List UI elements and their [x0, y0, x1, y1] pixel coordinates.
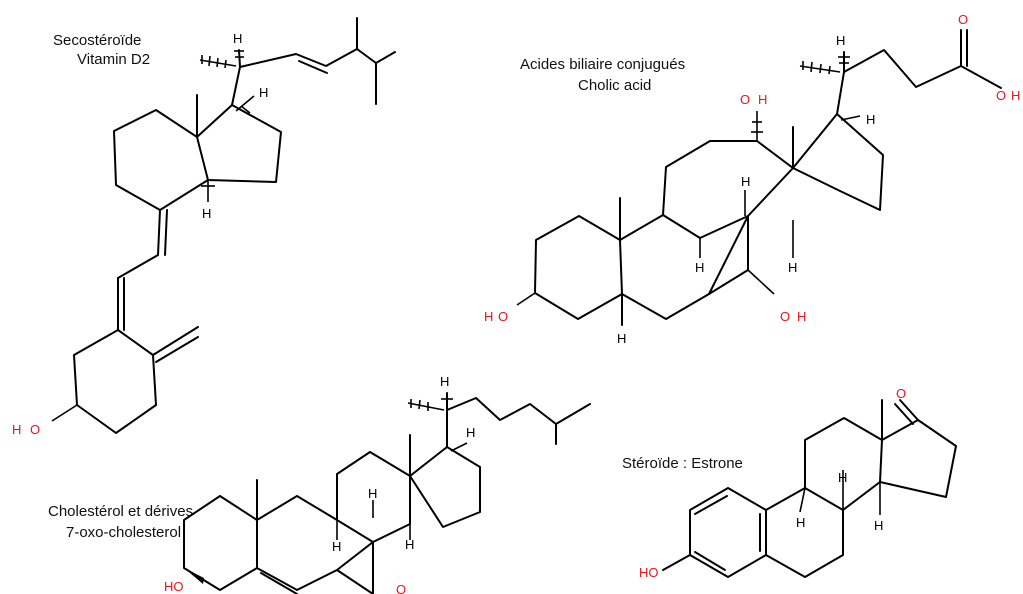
cholic-acid-structure: Acides biliaire conjugués Cholic acid — [484, 12, 1020, 346]
cholic-acid-c12-o: O — [740, 92, 750, 107]
oxo-cholesterol-keto-o: O — [396, 582, 406, 594]
vitamin-d2-hydroxyl-h: H — [12, 422, 21, 437]
estrone-keto-o: O — [896, 386, 906, 401]
cholic-acid-label-line-1: Acides biliaire conjugués — [520, 56, 685, 73]
vitamin-d2-label-line-2: Vitamin D2 — [77, 51, 150, 68]
cholic-acid-h-c20: H — [836, 33, 845, 48]
estrone-h-c14: H — [874, 518, 883, 533]
vitamin-d2-h-c14: H — [259, 85, 268, 100]
oxo-cholesterol-label-line-2: 7-oxo-cholesterol — [66, 524, 181, 541]
cholic-acid-h-c5: H — [617, 331, 626, 346]
estrone-h-c9: H — [796, 515, 805, 530]
vitamin-d2-label-line-1: Secostéroïde — [53, 32, 141, 49]
vitamin-d2-hydroxyl-o: O — [30, 422, 40, 437]
cholic-acid-h-c14: H — [788, 260, 797, 275]
cholic-acid-label-line-2: Cholic acid — [578, 77, 651, 94]
estrone-hydroxyl: HO — [639, 565, 659, 580]
oxo-cholesterol-label-line-1: Cholestérol et dérives — [48, 503, 193, 520]
estrone-h-c8: H — [838, 470, 847, 485]
cholic-acid-c12-h: H — [758, 92, 767, 107]
vitamin-d2-h-c13: H — [202, 206, 211, 221]
cholic-acid-c3-o: O — [498, 309, 508, 324]
vitamin-d2-structure: Secostéroïde Vitamin D2 — [12, 17, 396, 437]
cholic-acid-acid-o: O — [996, 88, 1006, 103]
cholic-acid-h-c8: H — [741, 174, 750, 189]
cholic-acid-acid-h: H — [1011, 88, 1020, 103]
cholic-acid-c3-h: H — [484, 309, 493, 324]
oxo-cholesterol-h-c14: H — [405, 537, 414, 552]
oxo-cholesterol-h-c9: H — [332, 539, 341, 554]
estrone-label: Stéroïde : Estrone — [622, 455, 743, 472]
oxo-cholesterol-h-c8: H — [368, 486, 377, 501]
cholic-acid-h-c9: H — [695, 260, 704, 275]
oxo-cholesterol-h-c17: H — [466, 425, 475, 440]
cholic-acid-c7-o: O — [780, 309, 790, 324]
cholic-acid-carbonyl-o: O — [958, 12, 968, 27]
cholic-acid-c7-h: H — [797, 309, 806, 324]
cholic-acid-h-c17: H — [866, 112, 875, 127]
estrone-structure: Stéroïde : Estrone H H H HO O — [622, 386, 957, 580]
oxo-cholesterol-structure: Cholestérol et dérives 7-oxo-cholesterol — [48, 374, 591, 594]
oxo-cholesterol-hydroxyl: HO — [164, 579, 184, 594]
oxo-cholesterol-h-c20: H — [440, 374, 449, 389]
vitamin-d2-h-side-chain: H — [233, 31, 242, 46]
